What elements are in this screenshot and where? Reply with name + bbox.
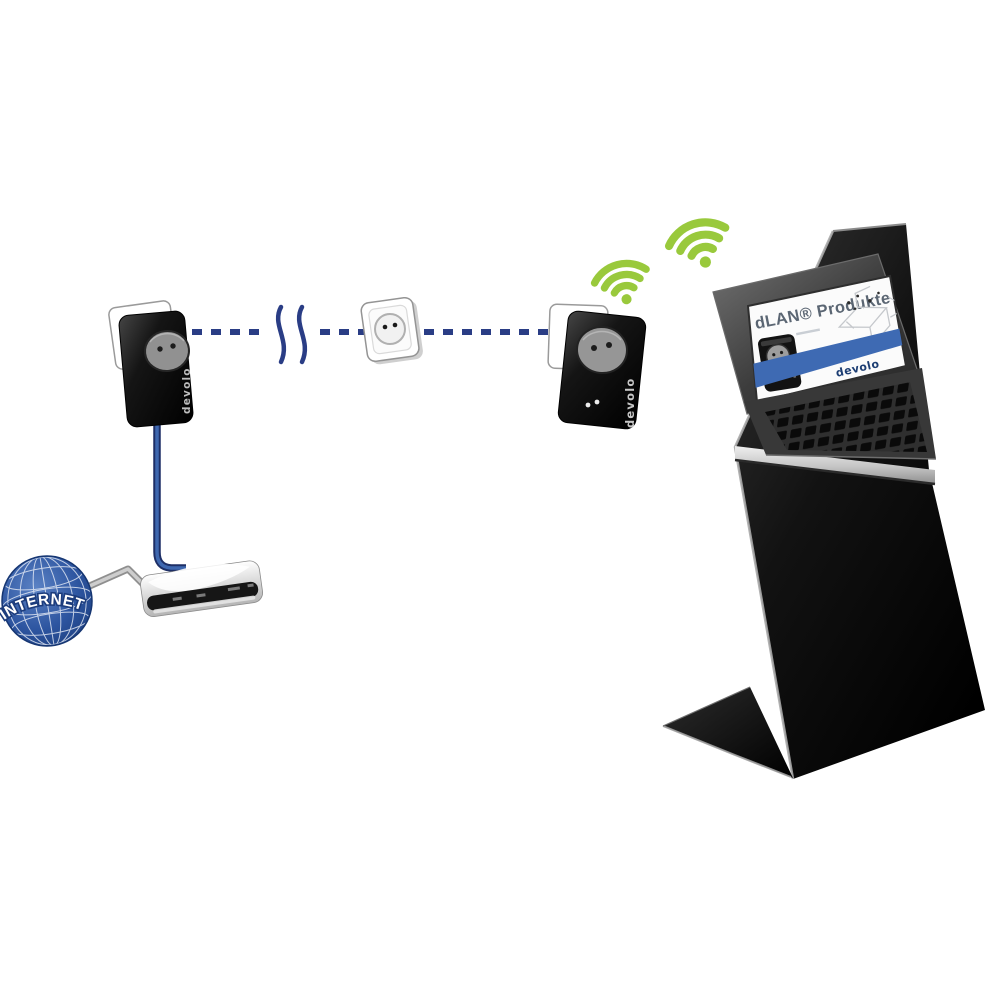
display-stand-base bbox=[662, 686, 793, 778]
wifi-icon-1 bbox=[591, 258, 653, 311]
outlet-socket bbox=[374, 313, 406, 345]
cable-router-adapter bbox=[153, 424, 186, 572]
adapter-left-brand: devolo bbox=[181, 367, 193, 414]
wall-break-squiggles bbox=[275, 304, 308, 365]
adapter-right-socket bbox=[576, 325, 628, 375]
adapter-right-brand: devolo bbox=[623, 378, 637, 428]
powerline-adapter-right: devolo bbox=[547, 303, 647, 430]
wall-outlet-middle bbox=[360, 296, 423, 365]
wall-squiggle-2 bbox=[296, 304, 308, 365]
router bbox=[140, 560, 264, 618]
adapter-left-socket bbox=[144, 329, 190, 373]
wifi-icon-2 bbox=[665, 215, 735, 276]
internet-globe: INTERNET bbox=[0, 555, 93, 647]
screen-brand-band bbox=[748, 327, 906, 390]
laptop: dLAN® Produkte bbox=[712, 253, 937, 460]
laptop-keyboard bbox=[765, 382, 927, 452]
powerline-adapter-left: devolo bbox=[108, 300, 194, 428]
wall-squiggle-1 bbox=[275, 304, 287, 365]
router-status-lights bbox=[172, 583, 254, 601]
adapter-right-leds bbox=[585, 399, 600, 408]
